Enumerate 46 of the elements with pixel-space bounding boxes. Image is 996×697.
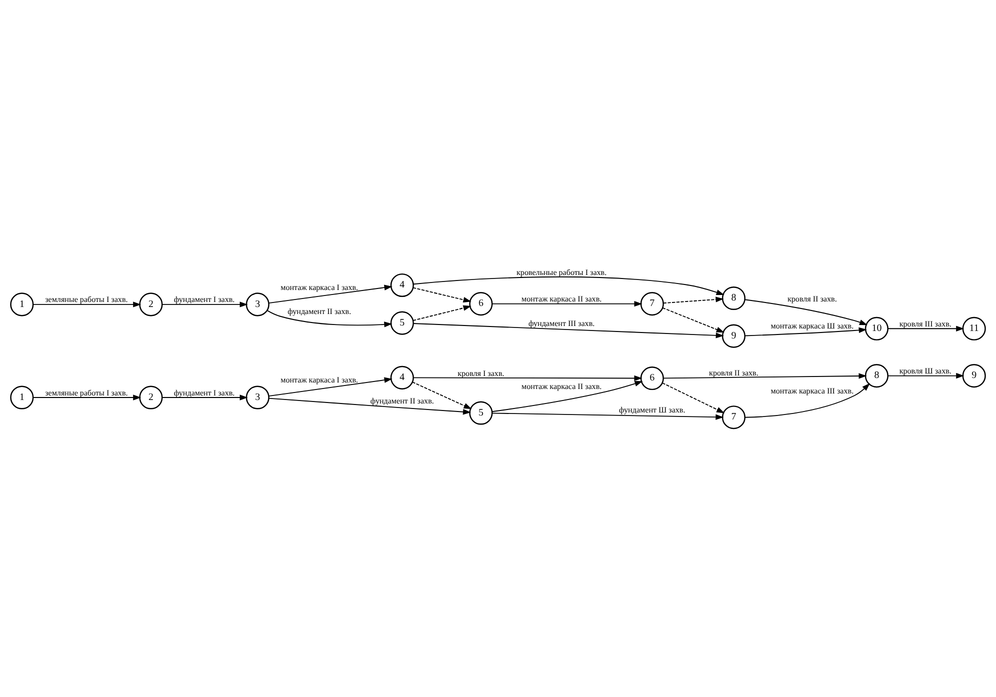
arrow — [268, 284, 392, 304]
arrow — [888, 326, 964, 332]
node-circle: 5 — [469, 401, 493, 425]
node-circle: 1 — [10, 292, 34, 316]
node-circle: 7 — [722, 406, 746, 430]
node-circle: 9 — [722, 324, 746, 348]
arrow — [162, 394, 248, 400]
arrow — [492, 380, 643, 412]
arrow — [268, 398, 472, 415]
arrow — [662, 296, 724, 304]
arrow — [663, 373, 867, 379]
arrow — [268, 377, 392, 396]
arrow — [412, 382, 472, 410]
arrow — [162, 302, 248, 308]
arrow — [266, 310, 392, 328]
node-circle: 2 — [139, 292, 163, 316]
arrow — [744, 299, 868, 326]
arrow — [32, 302, 142, 308]
node-circle: 4 — [390, 366, 414, 390]
node-circle: 3 — [246, 292, 270, 316]
arrow — [413, 375, 642, 382]
node-circle: 6 — [469, 292, 493, 316]
node-circle: 11 — [962, 316, 986, 340]
node-circle: 5 — [390, 311, 414, 335]
node-circle: 10 — [864, 316, 888, 340]
arrow — [492, 412, 724, 420]
node-circle: 1 — [10, 386, 34, 410]
arrow — [412, 287, 472, 303]
node-circle: 7 — [640, 292, 664, 316]
node-circle: 8 — [864, 364, 888, 388]
arrow — [492, 301, 642, 307]
arrow — [412, 323, 724, 338]
node-circle: 4 — [390, 273, 414, 298]
arrow — [662, 307, 724, 333]
arrow — [744, 327, 867, 336]
node-circle: 6 — [640, 366, 664, 390]
node-circle: 8 — [722, 286, 746, 310]
arrow — [888, 372, 964, 379]
arrow — [32, 394, 142, 400]
arrow — [412, 305, 472, 321]
arrow — [744, 383, 870, 418]
arrow — [412, 276, 724, 296]
node-circle: 2 — [139, 386, 163, 410]
node-circle: 9 — [962, 364, 986, 388]
arrow — [662, 382, 725, 414]
node-circle: 3 — [246, 386, 270, 410]
